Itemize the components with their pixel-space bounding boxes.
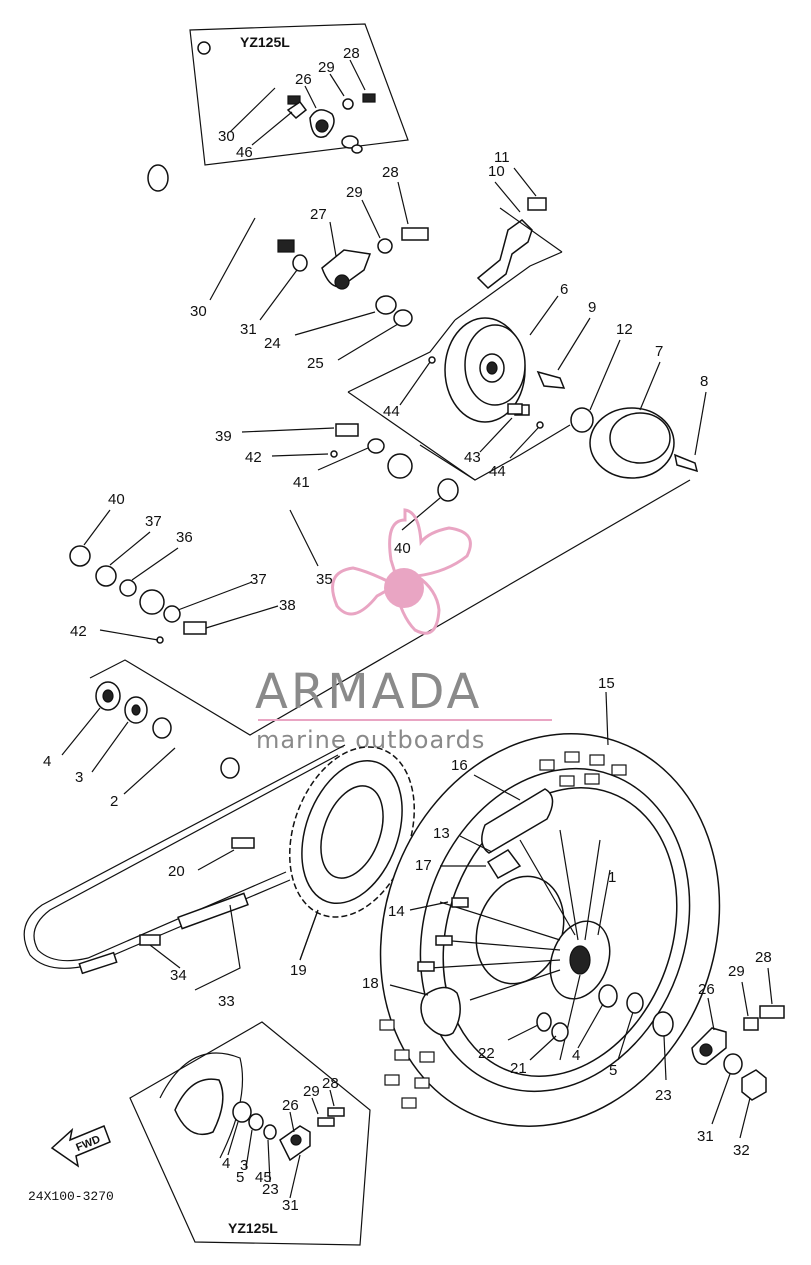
label-p36: 36 <box>176 529 193 546</box>
label-b4: 4 <box>222 1155 230 1172</box>
chain: 34 33 20 <box>23 744 346 1010</box>
inset-bottom: 4 5 3 45 23 26 29 28 31 YZ125L <box>129 1021 371 1246</box>
label-p28: 28 <box>382 164 399 181</box>
fwd-arrow: FWD <box>50 1125 111 1168</box>
inset-bottom-title: YZ125L <box>228 1220 278 1236</box>
label-t26: 26 <box>295 71 312 88</box>
label-p1: 1 <box>608 869 616 886</box>
label-p15: 15 <box>598 675 615 692</box>
label-p21: 21 <box>510 1060 527 1077</box>
label-p11: 11 <box>494 149 510 166</box>
label-p4a: 4 <box>43 753 51 770</box>
label-p9: 9 <box>588 299 596 316</box>
diagram-code: 24X100-3270 <box>28 1189 114 1204</box>
label-p4b: 4 <box>572 1047 580 1064</box>
label-t46: 46 <box>236 144 253 161</box>
label-p18: 18 <box>362 975 379 992</box>
watermark-brand: ARMADA <box>255 664 482 720</box>
left-bearings: 4 3 2 <box>43 681 240 810</box>
label-p23: 23 <box>655 1087 672 1104</box>
label-p28b: 28 <box>755 949 772 966</box>
label-b23: 23 <box>262 1181 279 1198</box>
label-p39: 39 <box>215 428 232 445</box>
label-p12: 12 <box>616 321 633 338</box>
watermark: ARMADA marine outboards <box>255 508 552 754</box>
label-p3: 3 <box>75 769 83 786</box>
label-p25: 25 <box>307 355 324 372</box>
label-p10: 10 <box>488 163 505 180</box>
label-b3: 3 <box>240 1157 248 1174</box>
brake-plate-group: 10 11 6 9 12 7 8 44 43 44 <box>347 149 708 481</box>
torque-rod-group: 39 42 41 40 37 36 35 40 37 38 42 <box>69 423 691 736</box>
label-p17: 17 <box>415 857 432 874</box>
label-b31: 31 <box>282 1197 299 1214</box>
label-p27: 27 <box>310 206 327 223</box>
label-p19: 19 <box>290 962 307 979</box>
inset-top-title: YZ125L <box>240 34 290 50</box>
label-p43: 43 <box>464 449 481 466</box>
label-t30: 30 <box>218 128 235 145</box>
label-p42a: 42 <box>245 449 262 466</box>
label-b5: 5 <box>236 1169 244 1186</box>
label-p30: 30 <box>190 303 207 320</box>
label-p40b: 40 <box>394 540 411 557</box>
label-p16: 16 <box>451 757 468 774</box>
label-p26: 26 <box>698 981 715 998</box>
label-p40a: 40 <box>108 491 125 508</box>
label-p13: 13 <box>433 825 450 842</box>
label-p38: 38 <box>279 597 296 614</box>
label-b26: 26 <box>282 1097 299 1114</box>
label-b29: 29 <box>303 1083 320 1100</box>
axle-group: 30 31 24 25 27 29 28 <box>147 164 429 372</box>
label-p32: 32 <box>733 1142 750 1159</box>
label-p22: 22 <box>478 1045 495 1062</box>
label-p29b: 29 <box>728 963 745 980</box>
label-t29: 29 <box>318 59 335 76</box>
inset-top: YZ125L 30 46 26 29 28 <box>189 23 409 166</box>
label-p44a: 44 <box>383 403 400 420</box>
rear-wheel: 15 16 13 17 1 14 18 22 21 4 5 <box>362 675 721 1127</box>
label-t28: 28 <box>343 45 360 62</box>
label-p35: 35 <box>316 571 333 588</box>
label-p31b: 31 <box>697 1128 714 1145</box>
label-p31: 31 <box>240 321 257 338</box>
watermark-dot <box>384 568 424 608</box>
label-p44b: 44 <box>489 463 506 480</box>
label-p2: 2 <box>110 793 118 810</box>
label-p41: 41 <box>293 474 310 491</box>
label-p37a: 37 <box>145 513 162 530</box>
label-b45: 45 <box>255 1169 272 1186</box>
label-p8: 8 <box>700 373 708 390</box>
label-p42b: 42 <box>70 623 87 640</box>
label-p6: 6 <box>560 281 568 298</box>
label-p7: 7 <box>655 343 663 360</box>
label-p33: 33 <box>218 993 235 1010</box>
label-p29: 29 <box>346 184 363 201</box>
right-adjuster: 23 26 29 28 31 32 <box>652 949 785 1159</box>
label-p37b: 37 <box>250 571 267 588</box>
label-b28: 28 <box>322 1075 339 1092</box>
label-p34: 34 <box>170 967 187 984</box>
label-p5: 5 <box>609 1062 617 1079</box>
label-p20: 20 <box>168 863 185 880</box>
label-p14: 14 <box>388 903 405 920</box>
sprocket: 19 <box>288 746 416 979</box>
label-p24: 24 <box>264 335 281 352</box>
